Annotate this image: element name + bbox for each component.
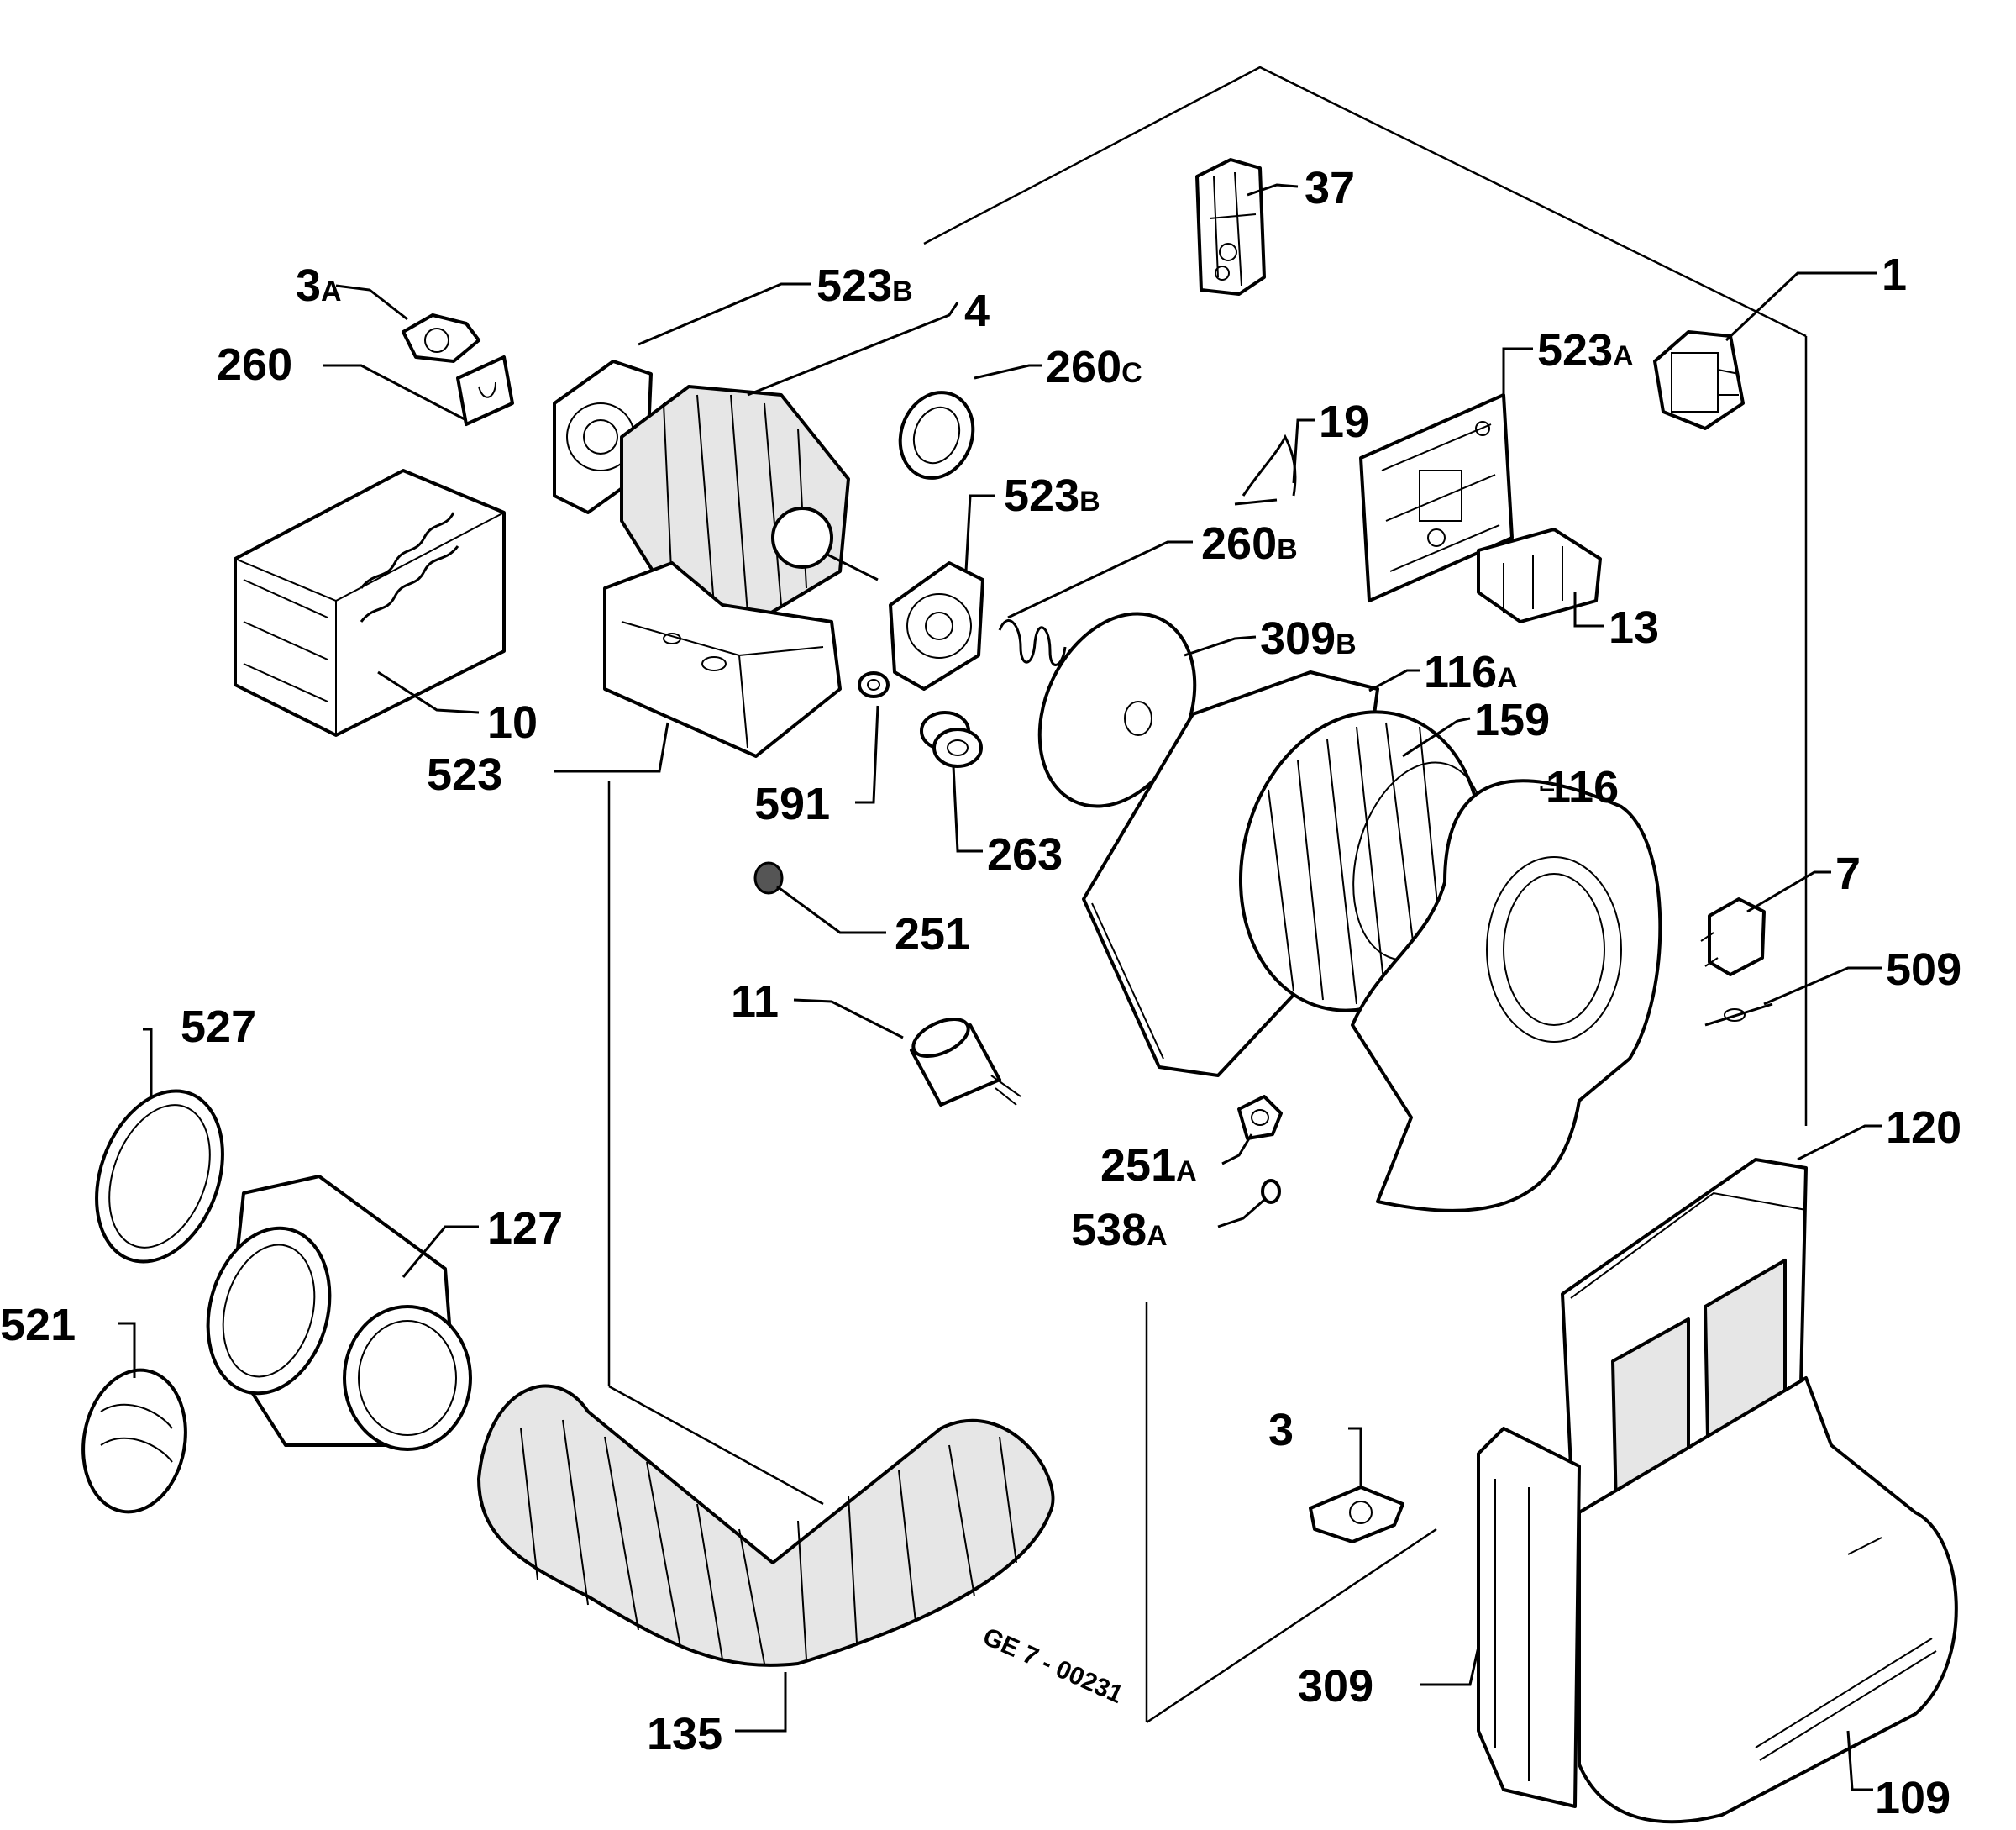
label-523a: 523A <box>1537 325 1634 376</box>
part-521-cap <box>81 1368 187 1514</box>
label-538a-number: 538 <box>1071 1205 1147 1255</box>
label-116a: 116A <box>1424 647 1518 697</box>
label-127: 127 <box>487 1203 563 1254</box>
part-37-door-switch <box>1195 158 1266 296</box>
label-309b-number: 309 <box>1260 613 1336 664</box>
label-109: 109 <box>1875 1773 1950 1823</box>
label-13: 13 <box>1609 602 1659 653</box>
label-116: 116 <box>1546 762 1619 812</box>
label-523b-top-number: 523 <box>816 260 892 311</box>
label-7: 7 <box>1835 849 1861 899</box>
label-260b: 260B <box>1201 518 1298 569</box>
label-521: 521 <box>0 1300 76 1350</box>
label-263: 263 <box>987 829 1063 880</box>
label-309b: 309B <box>1260 613 1357 664</box>
part-1-switch <box>1653 330 1745 430</box>
label-251a-letter: A <box>1176 1155 1197 1187</box>
label-260c: 260C <box>1046 342 1142 392</box>
part-11-capacitor <box>910 1017 1021 1107</box>
part-523b-bearing-housing <box>889 561 984 691</box>
label-260b-number: 260 <box>1201 518 1277 569</box>
label-523b-mid-letter: B <box>1079 486 1100 518</box>
label-538a: 538A <box>1071 1205 1168 1255</box>
part-251-grommet <box>753 861 784 895</box>
label-260c-letter: C <box>1121 357 1142 389</box>
label-4: 4 <box>964 286 990 336</box>
part-4-motor <box>620 385 879 623</box>
label-591: 591 <box>754 779 830 829</box>
part-260b-spring <box>998 619 1067 666</box>
part-3-thermostat <box>1309 1486 1404 1543</box>
label-251a-number: 251 <box>1100 1140 1176 1191</box>
part-13-terminal-block <box>1477 528 1602 623</box>
part-10-heater <box>234 469 506 737</box>
label-260b-letter: B <box>1277 534 1298 565</box>
part-527-ring <box>95 1089 224 1264</box>
part-523-motor-cradle <box>603 561 842 758</box>
leader-lines <box>118 183 1882 1791</box>
cabinet-outline <box>607 66 1808 1724</box>
label-251a: 251A <box>1100 1140 1197 1191</box>
label-523b-mid-number: 523 <box>1004 471 1079 521</box>
part-19-wire-clip <box>1234 434 1297 506</box>
label-1: 1 <box>1882 250 1907 300</box>
part-7-switch <box>1700 897 1766 976</box>
part-260-bracket <box>456 355 514 426</box>
label-251: 251 <box>895 909 970 960</box>
part-3a-thermostat <box>402 313 480 363</box>
part-127-t-adapter <box>206 1175 472 1451</box>
label-523b-top-letter: B <box>892 276 913 308</box>
label-3: 3 <box>1268 1405 1294 1455</box>
label-116a-letter: A <box>1497 662 1518 694</box>
label-10: 10 <box>487 697 538 748</box>
label-11: 11 <box>731 976 779 1027</box>
part-263-pulley <box>920 711 983 768</box>
part-538a-ring <box>1261 1179 1281 1204</box>
part-251a-grommet <box>1237 1095 1283 1140</box>
part-109-outer-housing <box>1578 1376 1958 1824</box>
part-591-washer <box>858 671 890 698</box>
label-309b-letter: B <box>1336 628 1357 660</box>
label-37: 37 <box>1305 163 1355 213</box>
label-19: 19 <box>1319 397 1369 447</box>
label-523: 523 <box>427 749 502 800</box>
part-260c-ring <box>898 391 975 480</box>
part-309-filter-housing <box>1477 1427 1581 1808</box>
label-509: 509 <box>1886 944 1961 995</box>
label-3a: 3A <box>296 260 342 311</box>
label-3a-number: 3 <box>296 260 321 311</box>
label-309: 309 <box>1298 1661 1373 1712</box>
label-260: 260 <box>217 339 292 390</box>
part-509-pin <box>1704 1002 1773 1027</box>
part-523a-control-plate <box>1359 393 1514 602</box>
label-527: 527 <box>181 1002 256 1052</box>
label-538a-letter: A <box>1147 1220 1168 1252</box>
part-135-flexible-hose <box>477 1384 1055 1667</box>
label-159: 159 <box>1474 695 1550 745</box>
label-523b-top: 523B <box>816 260 913 311</box>
part-116-fan-housing-front <box>1351 779 1662 1212</box>
drawing-reference-code: GE 7 - 00231 <box>979 1622 1126 1709</box>
label-135: 135 <box>647 1709 722 1759</box>
label-523a-number: 523 <box>1537 325 1613 376</box>
label-523a-letter: A <box>1613 340 1634 372</box>
part-labels: 37 1 3A 523B 4 260 260C 523A 19 523B 260… <box>0 163 1961 1823</box>
label-260c-number: 260 <box>1046 342 1121 392</box>
label-116a-number: 116 <box>1424 647 1497 697</box>
label-120: 120 <box>1886 1102 1961 1153</box>
label-523b-mid: 523B <box>1004 471 1100 521</box>
label-3a-letter: A <box>321 276 342 308</box>
